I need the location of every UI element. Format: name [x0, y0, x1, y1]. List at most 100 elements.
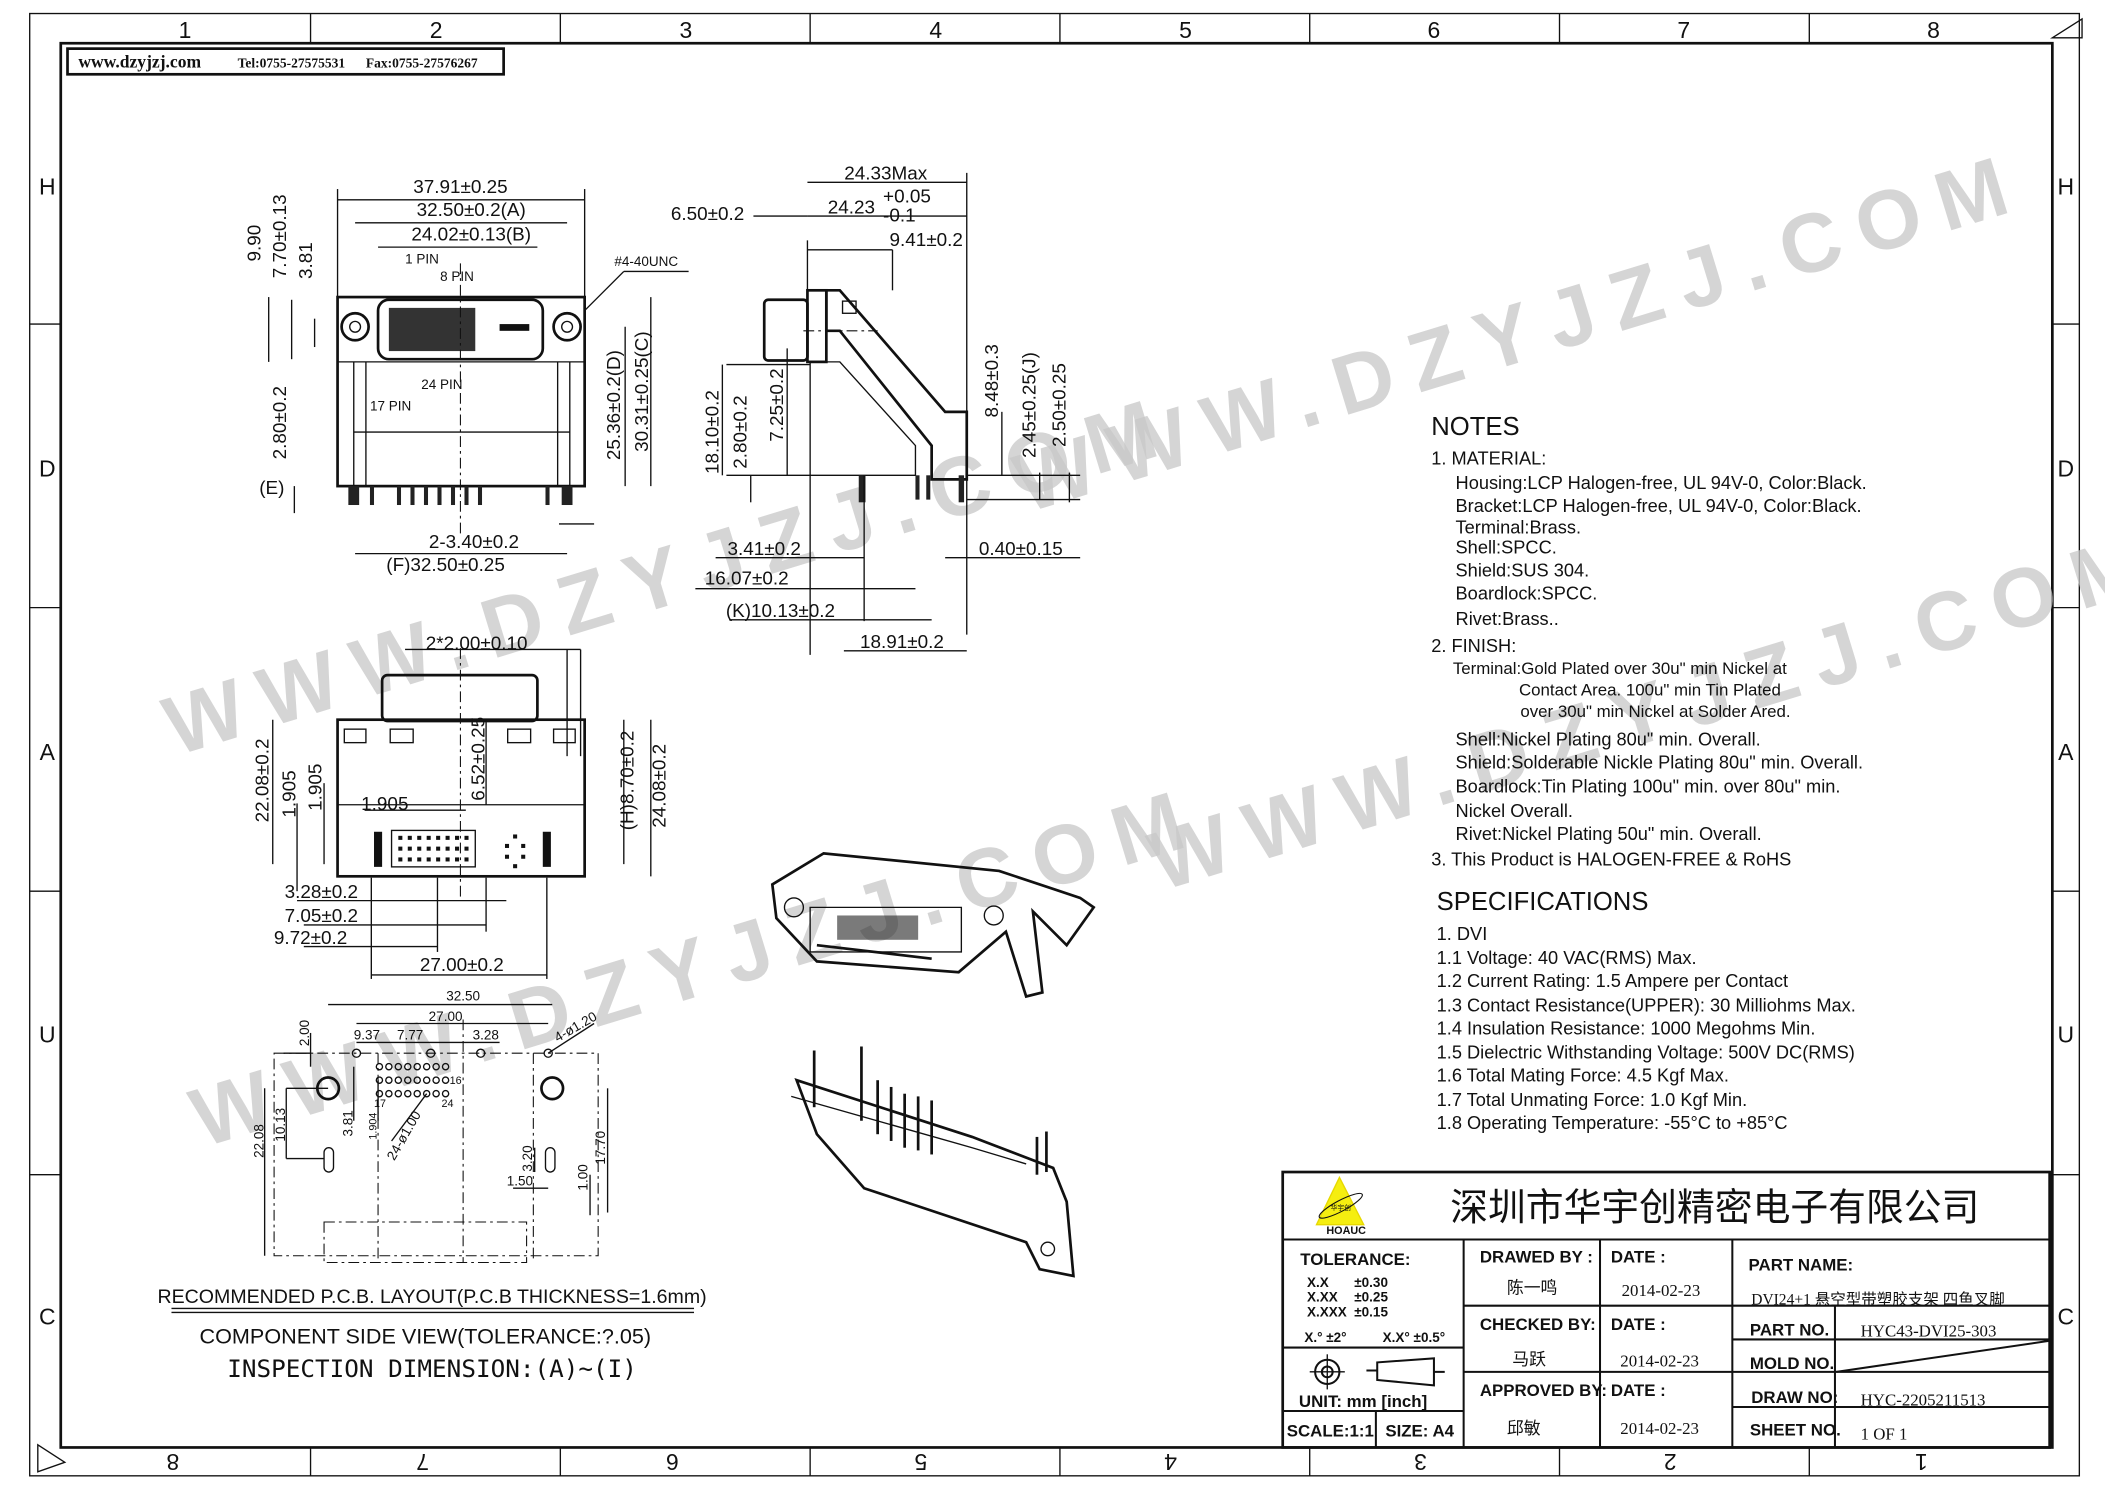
note-line: Boardlock:Tin Plating 100u" min. over 80…	[1456, 777, 1841, 797]
zone-label: A	[40, 739, 56, 765]
spec-line: 1. DVI	[1437, 924, 1488, 944]
zone-label: 8	[1927, 17, 1940, 43]
zone-label: U	[39, 1021, 56, 1047]
tolerance-value: ±0.25	[1354, 1290, 1388, 1305]
drawed-by-label: DRAWED BY :	[1480, 1247, 1593, 1266]
sheet-frame	[29, 12, 2083, 1477]
zone-label: C	[2058, 1304, 2075, 1330]
zone-ruler: 1 2 3 4 5 6 7 8 1 2 3 4 5 6 7 8 H D A U …	[39, 17, 2074, 1475]
pin-label: 8 PIN	[440, 269, 474, 284]
dimension-label: 25.36±0.2(D)	[604, 350, 625, 460]
dimension-label: (H)8.70±0.2	[617, 731, 638, 831]
zone-label: 5	[914, 1449, 927, 1475]
notes-title: NOTES	[1431, 413, 1519, 441]
spec-line: 1.4 Insulation Resistance: 1000 Megohms …	[1437, 1018, 1816, 1038]
dimension-label: 2-3.40±0.2	[429, 532, 519, 553]
contact-header: www.dzyjzj.com Tel:0755-27575531 Fax:075…	[66, 47, 505, 76]
dimension-label: 27.00	[429, 1009, 463, 1024]
note-line: 2. FINISH:	[1431, 636, 1516, 656]
dimension-label: 3.28	[473, 1028, 499, 1043]
tolerance-key: X.XXX	[1307, 1304, 1347, 1319]
dimension-label: 32.50	[446, 989, 480, 1004]
date-checked: 2014-02-23	[1620, 1351, 1699, 1370]
dimension-label: 2.80±0.2	[270, 386, 291, 459]
dimension-label: 9.90	[245, 225, 266, 262]
projection-symbol-icon	[1309, 1354, 1445, 1390]
checked-by-label: CHECKED BY:	[1480, 1315, 1596, 1334]
dimension-label: 9.37	[354, 1028, 380, 1043]
zone-label: 3	[680, 17, 693, 43]
tolerance-value: ±0.30	[1354, 1275, 1388, 1290]
side-view: 24.33Max 24.23 +0.05 -0.1 6.50±0.2 9.41±…	[671, 164, 1081, 655]
dimension-label: 24.02±0.13(B)	[411, 224, 531, 245]
note-line: Nickel Overall.	[1456, 801, 1573, 821]
note-line: Terminal:Brass.	[1456, 517, 1582, 537]
note-line: 3. This Product is HALOGEN-FREE & RoHS	[1431, 850, 1791, 870]
zone-label: 4	[929, 17, 942, 43]
note-line: Housing:LCP Halogen-free, UL 94V-0, Colo…	[1456, 473, 1867, 493]
logo-cn-text: 华宇创	[1331, 1203, 1352, 1212]
angle-tolerance: X.X° ±0.5°	[1383, 1330, 1445, 1345]
draw-no-label: DRAW NO:	[1751, 1388, 1838, 1407]
dimension-label: 3.81	[340, 1110, 355, 1136]
dimension-label: (F)32.50±0.25	[386, 555, 505, 576]
zone-label: 7	[1677, 17, 1690, 43]
size-label: SIZE: A4	[1385, 1422, 1454, 1441]
part-name-value: DVI24+1 悬空型带塑胶支架 四鱼叉脚	[1751, 1290, 2005, 1308]
pcb-layout-caption: RECOMMENDED P.C.B. LAYOUT(P.C.B THICKNES…	[158, 1286, 707, 1308]
zone-label: 8	[166, 1449, 179, 1475]
dimension-label: 6.50±0.2	[671, 204, 744, 225]
isometric-view-rear	[791, 1046, 1075, 1278]
date-approved: 2014-02-23	[1620, 1419, 1699, 1438]
dimension-label: 1.50	[507, 1174, 533, 1189]
dimension-label: 22.08	[251, 1124, 266, 1158]
dimension-label: 1.905	[305, 764, 326, 811]
zone-label: 6	[1428, 17, 1441, 43]
dimension-label: (K)10.13±0.2	[726, 601, 835, 622]
pin-label: 1 PIN	[405, 251, 439, 266]
zone-label: 6	[666, 1449, 679, 1475]
dimension-label: 7.77	[397, 1028, 423, 1043]
dimension-label: 9.41±0.2	[890, 230, 963, 251]
orientation-triangle-icon	[2050, 17, 2083, 39]
dimension-label: 1.904	[368, 1113, 380, 1140]
dimension-label: 18.10±0.2	[702, 390, 723, 474]
dimension-label: 0.40±0.15	[979, 539, 1063, 560]
inspection-caption: INSPECTION DIMENSION:(A)~(I)	[227, 1354, 637, 1383]
notes-section: NOTES 1. MATERIAL: Housing:LCP Halogen-f…	[1431, 413, 1866, 870]
dimension-label: 22.08±0.2	[253, 739, 274, 823]
zone-label: 7	[416, 1449, 429, 1475]
pcb-layout: 32.50 27.00 9.37 7.77 3.28 4-ø1.20 2.00 …	[251, 989, 609, 1264]
dimension-label: 17.70	[593, 1131, 608, 1165]
spec-line: 1.3 Contact Resistance(UPPER): 30 Millio…	[1437, 995, 1856, 1015]
spec-line: 1.8 Operating Temperature: -55°C to +85°…	[1437, 1113, 1788, 1133]
component-side-caption: COMPONENT SIDE VIEW(TOLERANCE:?.05)	[200, 1323, 652, 1348]
note-line: Shell:Nickel Plating 80u" min. Overall.	[1456, 729, 1761, 749]
dimension-label: 2.80±0.2	[731, 395, 752, 468]
tolerance-label: TOLERANCE:	[1300, 1250, 1410, 1269]
zone-label: 1	[1915, 1449, 1928, 1475]
pin-label: 24	[442, 1098, 454, 1110]
company-name: 深圳市华宇创精密电子有限公司	[1450, 1186, 1979, 1230]
dimension-label: 2.00	[297, 1020, 312, 1046]
dimension-label: 1.00	[575, 1164, 590, 1190]
pin-label: 17 PIN	[370, 398, 411, 413]
draw-no-value: HYC-2205211513	[1861, 1391, 1986, 1410]
note-line: 1. MATERIAL:	[1431, 449, 1546, 469]
mold-no-label: MOLD NO.	[1750, 1354, 1834, 1373]
pin-label: 24 PIN	[421, 377, 462, 392]
dimension-label: 24-ø1.00	[384, 1108, 424, 1162]
drawed-by-name: 陈一鸣	[1507, 1279, 1558, 1298]
note-line: Shell:SPCC.	[1456, 538, 1557, 558]
zone-label: 5	[1179, 17, 1192, 43]
website-link[interactable]: www.dzyjzj.com	[78, 52, 201, 72]
dimension-label: 7.05±0.2	[285, 906, 358, 927]
dimension-label: 2.45±0.25(J)	[1020, 352, 1041, 458]
logo-text: HOAUC	[1326, 1225, 1366, 1237]
spec-line: 1.1 Voltage: 40 VAC(RMS) Max.	[1437, 948, 1697, 968]
tolerance-value: ±0.15	[1354, 1304, 1388, 1319]
note-line: Bracket:LCP Halogen-free, UL 94V-0, Colo…	[1456, 496, 1862, 516]
date-label: DATE :	[1611, 1315, 1666, 1334]
front-view: 37.91±0.25 32.50±0.2(A) 24.02±0.13(B) 1 …	[245, 177, 689, 576]
dimension-label: 9.72±0.2	[274, 928, 347, 949]
